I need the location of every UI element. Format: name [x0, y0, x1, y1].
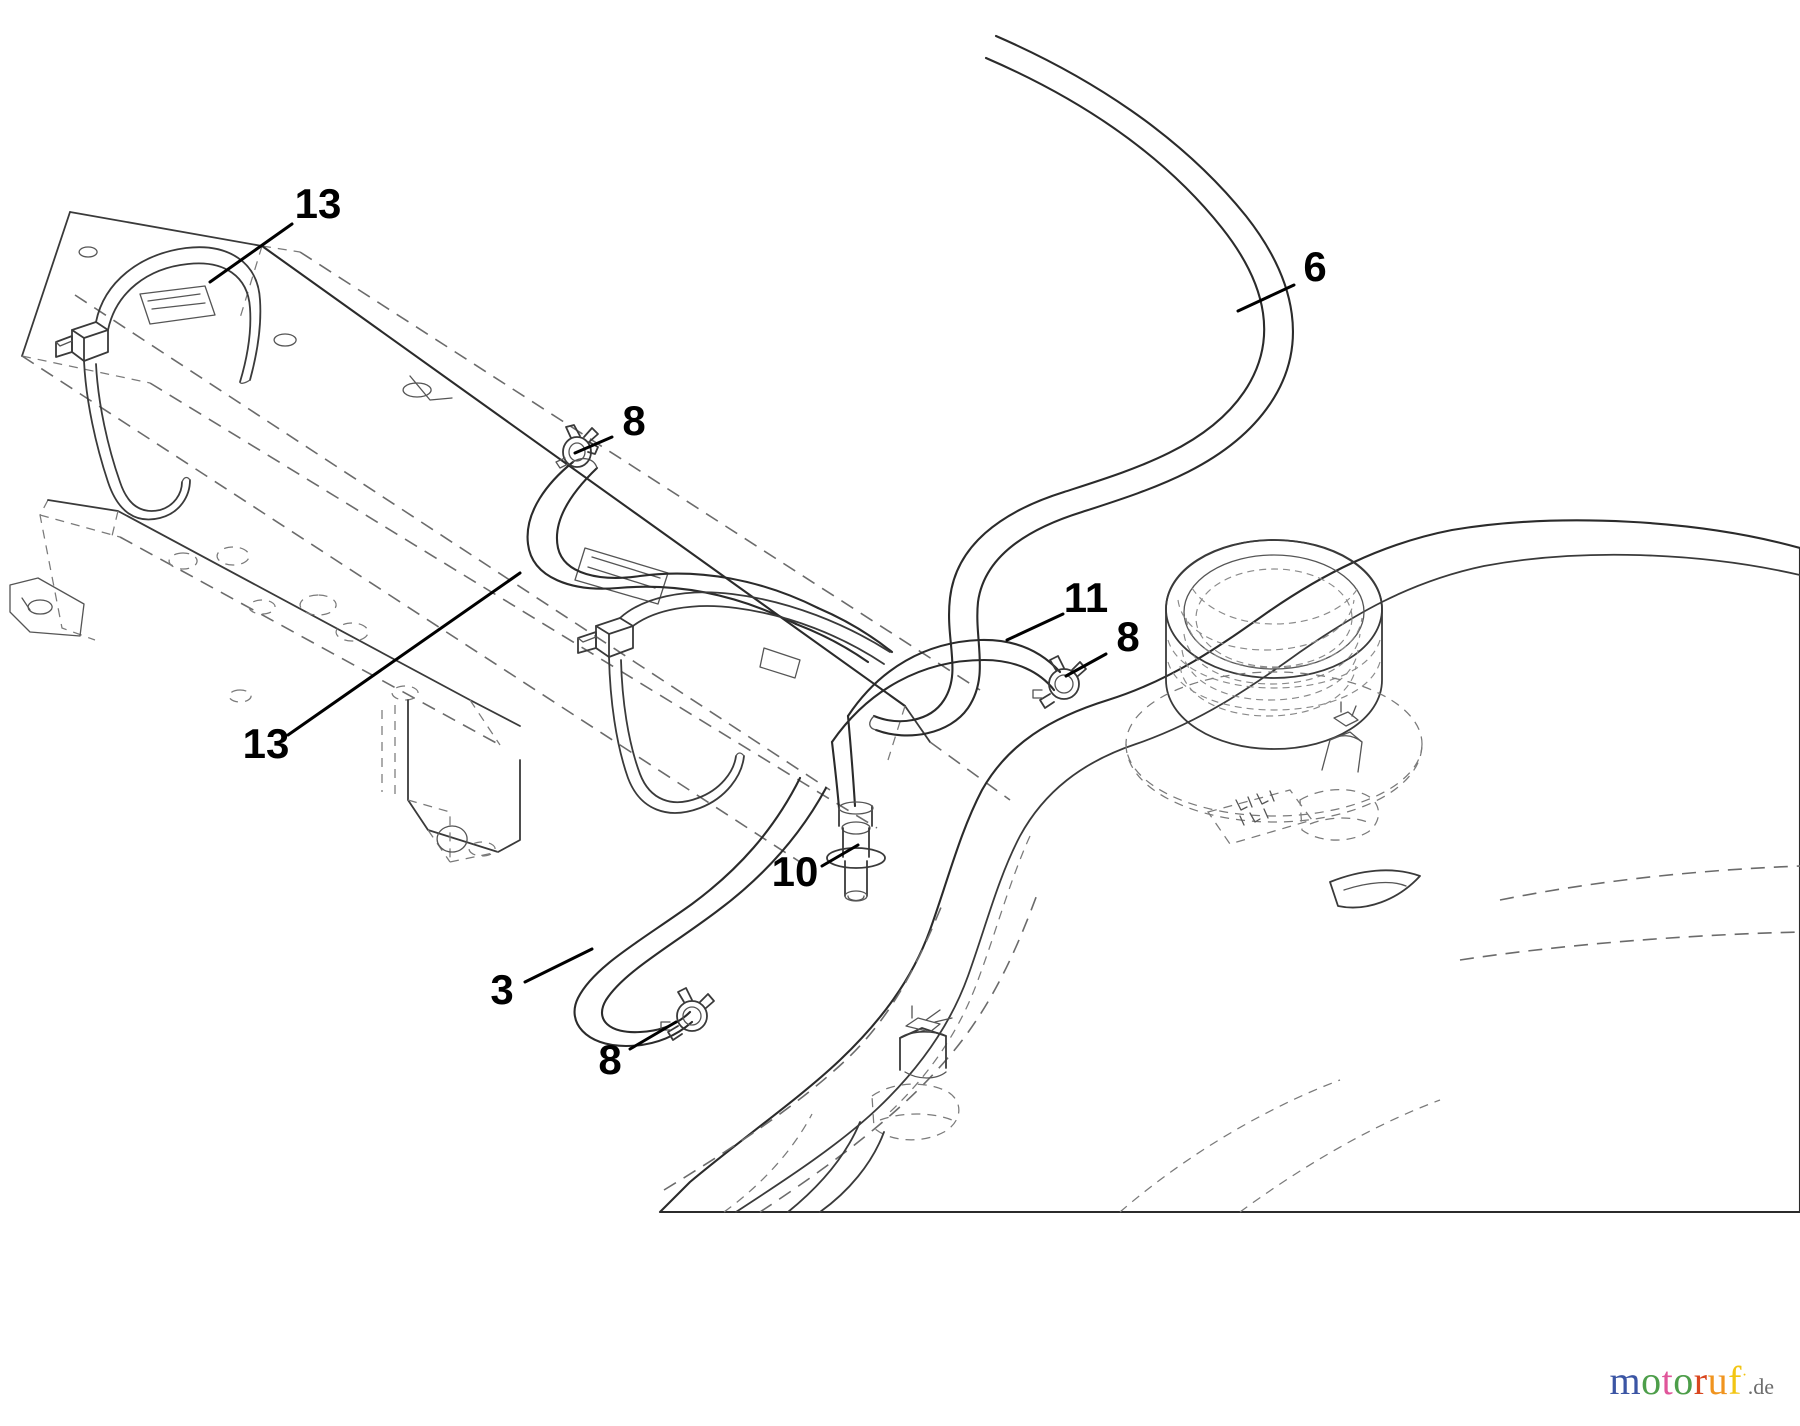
- callout-8-lower: 8: [598, 1020, 678, 1083]
- leader-line: [286, 571, 522, 737]
- leader-line: [208, 222, 294, 284]
- callout-number: 8: [622, 397, 645, 444]
- leader-line: [628, 1020, 678, 1051]
- fuel-tank: [658, 519, 1800, 1214]
- hose-3-lower-fuel-line: [573, 776, 828, 1048]
- callout-number: 11: [1064, 574, 1108, 621]
- callout-10: 10: [772, 843, 860, 895]
- watermark-letter: m: [1609, 1358, 1642, 1403]
- callout-8-right: 8: [1064, 613, 1140, 678]
- watermark-letter: t: [1661, 1358, 1674, 1403]
- callout-13-top: 13: [208, 180, 342, 284]
- callout-3: 3: [490, 947, 594, 1013]
- callout-number: 10: [772, 848, 819, 895]
- watermark-tld: .de: [1747, 1374, 1774, 1399]
- callout-8-upper: 8: [573, 397, 646, 455]
- watermark-letter: o: [1673, 1358, 1694, 1403]
- hose-6-long-fuel-line: [869, 34, 1294, 737]
- hose-clamp-8-lower: [660, 987, 715, 1041]
- cable-tie-13-top: [55, 246, 262, 521]
- cable-tie-13-middle: [577, 591, 891, 814]
- callout-6: 6: [1236, 243, 1327, 313]
- callout-11: 11: [1005, 574, 1108, 642]
- callout-13-middle: 13: [243, 571, 522, 767]
- hose-clamp-8-right: [1032, 655, 1087, 709]
- callout-number: 8: [1116, 613, 1139, 660]
- watermark-letter: f: [1728, 1358, 1742, 1403]
- hose-11-tank-feed: [830, 638, 1062, 810]
- callout-number: 6: [1303, 243, 1326, 290]
- callout-number: 13: [295, 180, 342, 227]
- callout-number: 8: [598, 1036, 621, 1083]
- callout-number: 3: [490, 966, 513, 1013]
- leader-line: [1005, 612, 1065, 642]
- leader-line: [1064, 652, 1108, 678]
- tank-mount-fitting-upper: [1206, 701, 1380, 845]
- leader-line: [820, 843, 860, 868]
- leader-line: [573, 435, 614, 455]
- frame-rail-assembly: [9, 211, 1011, 863]
- watermark-letter: u: [1707, 1358, 1729, 1403]
- leader-line: [523, 947, 594, 984]
- motoruf-watermark: motoruf·.de: [1610, 1357, 1775, 1404]
- watermark-dot: ·: [1741, 1366, 1748, 1384]
- tank-mount-fitting-lower: [723, 1005, 960, 1213]
- fuel-tank-filler-neck: [1125, 539, 1423, 823]
- hose-rail-loop: [526, 457, 894, 664]
- watermark-letter: r: [1693, 1358, 1708, 1403]
- fitting-10-grommet: [826, 801, 886, 902]
- leader-line: [1236, 283, 1296, 313]
- watermark-letter: o: [1641, 1358, 1662, 1403]
- callout-number: 13: [243, 720, 290, 767]
